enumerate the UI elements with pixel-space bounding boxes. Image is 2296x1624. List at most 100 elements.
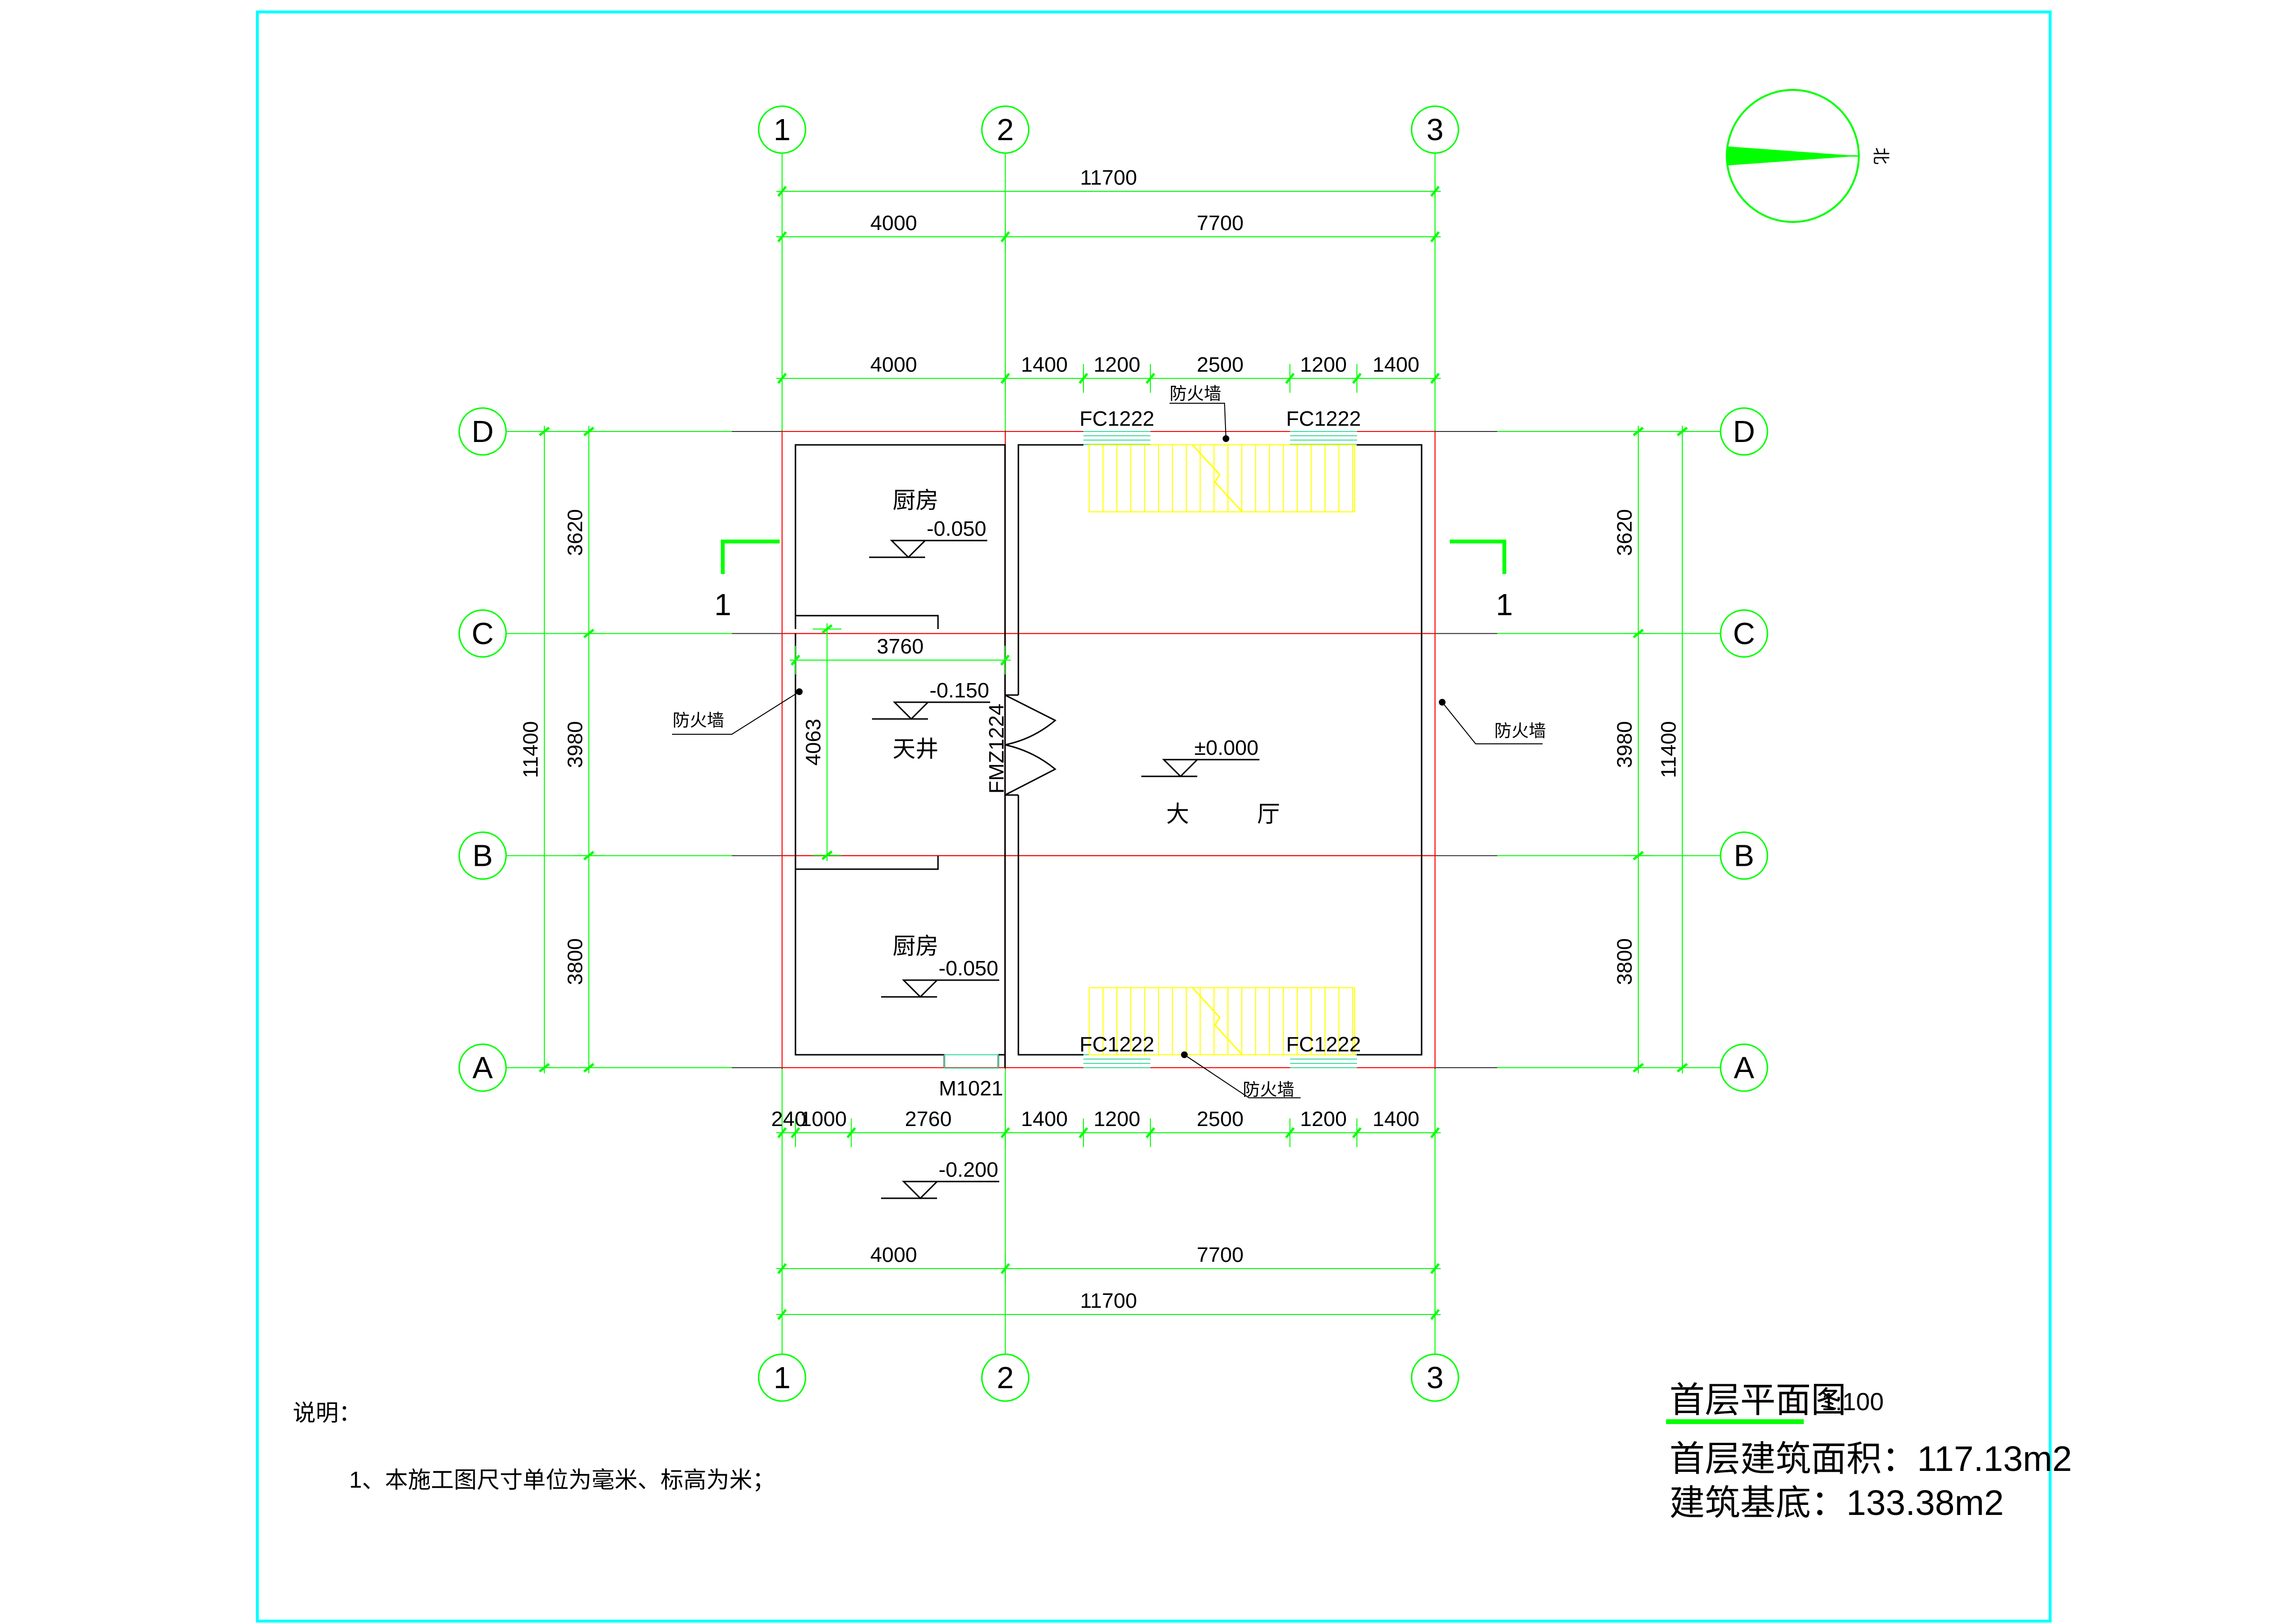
axis-label-3: 3 <box>1426 1360 1444 1395</box>
dim-text: 1400 <box>1372 1107 1419 1131</box>
dim-tick <box>1633 851 1644 861</box>
room-kitchen-south: 厨房 <box>893 934 938 959</box>
axis-bubble <box>981 105 1030 154</box>
window-label-sw: FC1222 <box>1080 1033 1155 1056</box>
kitchen-north-wall <box>795 444 1006 1068</box>
window-label-se: FC1222 <box>1286 1033 1361 1056</box>
dim-text: 1000 <box>800 1107 847 1131</box>
axis-label-1: 1 <box>773 112 791 147</box>
axis-label-2: 2 <box>997 1360 1014 1395</box>
room-hall-char1: 大 <box>1166 802 1189 827</box>
floor-area: 首层建筑面积：117.13m2 <box>1669 1439 2072 1479</box>
window-fc1222 <box>1290 1054 1357 1068</box>
dim-text: 240 <box>771 1107 806 1131</box>
leader-line <box>1170 403 1226 439</box>
elevation-kitchen-north: -0.050 <box>869 517 987 559</box>
dim-tick <box>583 629 595 639</box>
dim-tick <box>539 1063 550 1072</box>
dim-tick <box>1079 1127 1088 1138</box>
dim-tick <box>583 851 595 861</box>
firewall-leader <box>1181 1051 1301 1098</box>
dim-text: 4000 <box>870 1243 917 1267</box>
dim-text: 3980 <box>563 721 587 768</box>
dim-tick <box>821 624 833 634</box>
elevation-outside: -0.200 <box>881 1158 999 1200</box>
hall-wall-nw <box>1017 444 1083 695</box>
dim-tick <box>1430 373 1440 384</box>
dim-courtyard-depth: 4063 <box>802 623 841 861</box>
dim-tick <box>1430 231 1440 243</box>
elevation-triangle <box>902 1181 939 1200</box>
door-jambs <box>1005 694 1018 796</box>
axis-label-C: C <box>1733 616 1755 651</box>
axis-outline <box>782 431 1436 1069</box>
dim-right-total: 11400 <box>1657 426 1697 1074</box>
elevation-text: ±0.000 <box>1194 736 1258 760</box>
drawing-title: 首层平面图 <box>1669 1380 1846 1420</box>
firewall-leader <box>1439 699 1543 744</box>
axis-label-3: 3 <box>1426 112 1444 147</box>
dim-tick <box>1633 629 1644 639</box>
door-label-hall: FMZ1224 <box>985 704 1008 794</box>
elevation-text: -0.050 <box>927 517 986 541</box>
axis-bubble <box>458 1043 507 1092</box>
dim-text: 11700 <box>1080 1289 1137 1313</box>
axis-bubble <box>458 831 507 880</box>
section-mark-left <box>721 540 780 574</box>
dim-text: 2500 <box>1197 1107 1244 1131</box>
axis-bubble <box>1411 1353 1459 1402</box>
dim-bottom-total: 11700 <box>776 1289 1441 1329</box>
axis-bubble <box>1720 609 1768 658</box>
axis-bubble <box>758 105 806 154</box>
leader-line <box>1442 702 1543 744</box>
dim-left-bays: 3620 3980 3800 <box>563 426 603 1074</box>
room-kitchen-north: 厨房 <box>893 488 938 513</box>
door-label-kitchen: M1021 <box>939 1077 1004 1100</box>
stair-outline <box>1089 444 1355 512</box>
axis-label-D: D <box>472 414 494 449</box>
stair-south <box>1089 987 1355 1056</box>
axis-label-1: 1 <box>773 1360 791 1395</box>
axis-bubble <box>1720 407 1768 456</box>
axis-label-B: B <box>473 839 493 873</box>
axis-label-A: A <box>1734 1050 1755 1085</box>
dim-tick <box>791 654 800 666</box>
dim-text: 3620 <box>563 509 587 556</box>
dim-text: 4063 <box>802 719 825 766</box>
dim-text: 2760 <box>905 1107 952 1131</box>
dim-tick <box>1000 1127 1010 1138</box>
dim-text: 4000 <box>870 353 917 376</box>
dim-top-bays: 4000 7700 <box>776 211 1441 251</box>
axis-label-D: D <box>1733 414 1755 449</box>
drawing-frame <box>256 11 2052 1623</box>
section-mark-right <box>1450 540 1506 574</box>
dim-tick <box>1079 373 1088 384</box>
axis-label-2: 2 <box>997 112 1014 147</box>
elevation-text: -0.200 <box>938 1158 998 1182</box>
dim-text: 3800 <box>563 938 587 985</box>
dim-text: 3760 <box>877 635 924 658</box>
dim-text: 4000 <box>870 211 917 235</box>
dim-tick <box>846 1127 856 1138</box>
stair-break-line <box>1192 444 1243 513</box>
hall-door-swing <box>1004 694 1057 796</box>
base-area: 建筑基底：133.38m2 <box>1669 1483 2004 1523</box>
dim-left-total: 11400 <box>519 426 559 1074</box>
window-label-ne: FC1222 <box>1286 407 1361 431</box>
dim-text: 1200 <box>1300 1107 1347 1131</box>
dim-text: 7700 <box>1197 211 1244 235</box>
dim-text: 1400 <box>1021 353 1068 376</box>
dim-tick <box>1000 231 1010 243</box>
dim-tick <box>1352 1127 1362 1138</box>
window-label-nw: FC1222 <box>1080 407 1155 431</box>
axis-bubble <box>1720 1043 1768 1092</box>
window-fc1222 <box>1083 1054 1150 1068</box>
axis-label-C: C <box>472 616 494 651</box>
room-courtyard: 天井 <box>893 737 938 762</box>
stair-outline <box>1089 987 1355 1055</box>
